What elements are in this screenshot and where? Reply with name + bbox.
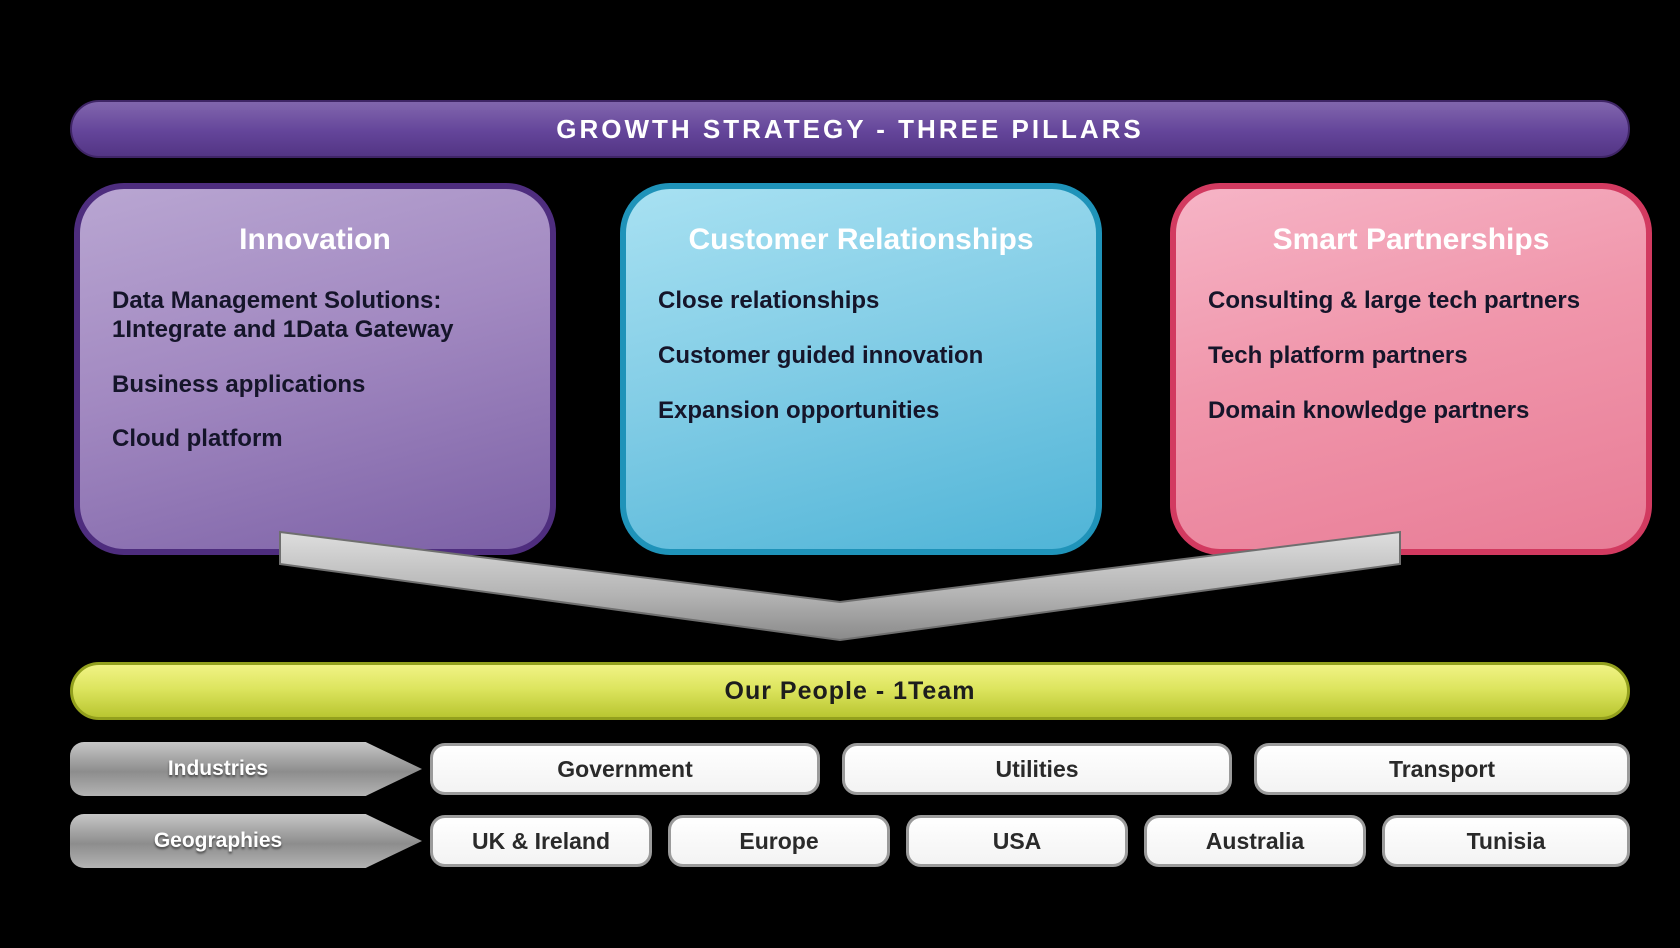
pill-label: Government <box>557 755 693 782</box>
pillar-item: Close relationships <box>658 287 880 314</box>
industry-pill-utilities: Utilities <box>842 743 1232 795</box>
pillar-customer-relationships-items: Close relationships Customer guided inno… <box>658 287 1068 425</box>
convergence-arrow-icon <box>279 530 1401 642</box>
geography-pill-australia: Australia <box>1144 815 1366 867</box>
pill-label: UK & Ireland <box>471 827 611 854</box>
pillar-item: Customer guided innovation <box>658 341 984 369</box>
geography-pill-europe: Europe <box>668 815 890 867</box>
pill-label: Transport <box>1388 755 1496 782</box>
geographies-tag-label: Geographies <box>153 829 283 852</box>
title-banner-label: GROWTH STRATEGY - THREE PILLARS <box>556 113 1144 144</box>
pill-label: Utilities <box>995 755 1079 782</box>
pill-label: Australia <box>1205 827 1305 854</box>
industries-tag-label: Industries <box>167 757 269 780</box>
geographies-arrow-tag: Geographies <box>70 814 422 868</box>
pillar-item: Business applications <box>112 370 366 398</box>
geography-pill-usa: USA <box>906 815 1128 867</box>
industry-pill-government: Government <box>430 743 820 795</box>
geography-pill-tunisia: Tunisia <box>1382 815 1630 867</box>
geography-pill-uk-ireland: UK & Ireland <box>430 815 652 867</box>
pillar-customer-relationships-title: Customer Relationships <box>688 223 1034 256</box>
pillar-innovation: Innovation Data Management Solutions: 1I… <box>74 183 556 555</box>
people-banner: Our People - 1Team <box>70 662 1630 720</box>
pillar-innovation-title: Innovation <box>239 223 391 256</box>
pillar-item: Tech platform partners <box>1208 341 1468 369</box>
pillar-smart-partnerships-title: Smart Partnerships <box>1272 223 1550 256</box>
pillar-item: Data Management Solutions: 1Integrate an… <box>112 287 454 343</box>
industry-pill-transport: Transport <box>1254 743 1630 795</box>
pillar-innovation-items: Data Management Solutions: 1Integrate an… <box>112 287 522 454</box>
pill-label: USA <box>992 827 1042 854</box>
pill-label: Tunisia <box>1466 827 1546 854</box>
pillar-item: Cloud platform <box>112 425 283 453</box>
people-banner-label: Our People - 1Team <box>724 676 976 705</box>
pillar-smart-partnerships: Smart Partnerships Consulting & large te… <box>1170 183 1652 555</box>
pillar-item: Domain knowledge partners <box>1208 396 1530 424</box>
industries-arrow-tag: Industries <box>70 742 422 796</box>
pillar-smart-partnerships-items: Consulting & large tech partners Tech pl… <box>1208 287 1618 425</box>
pillar-item: Expansion opportunities <box>658 396 940 424</box>
pillar-item: Consulting & large tech partners <box>1208 287 1581 314</box>
pill-label: Europe <box>739 827 819 854</box>
title-banner: GROWTH STRATEGY - THREE PILLARS <box>70 100 1630 158</box>
pillar-customer-relationships: Customer Relationships Close relationshi… <box>620 183 1102 555</box>
